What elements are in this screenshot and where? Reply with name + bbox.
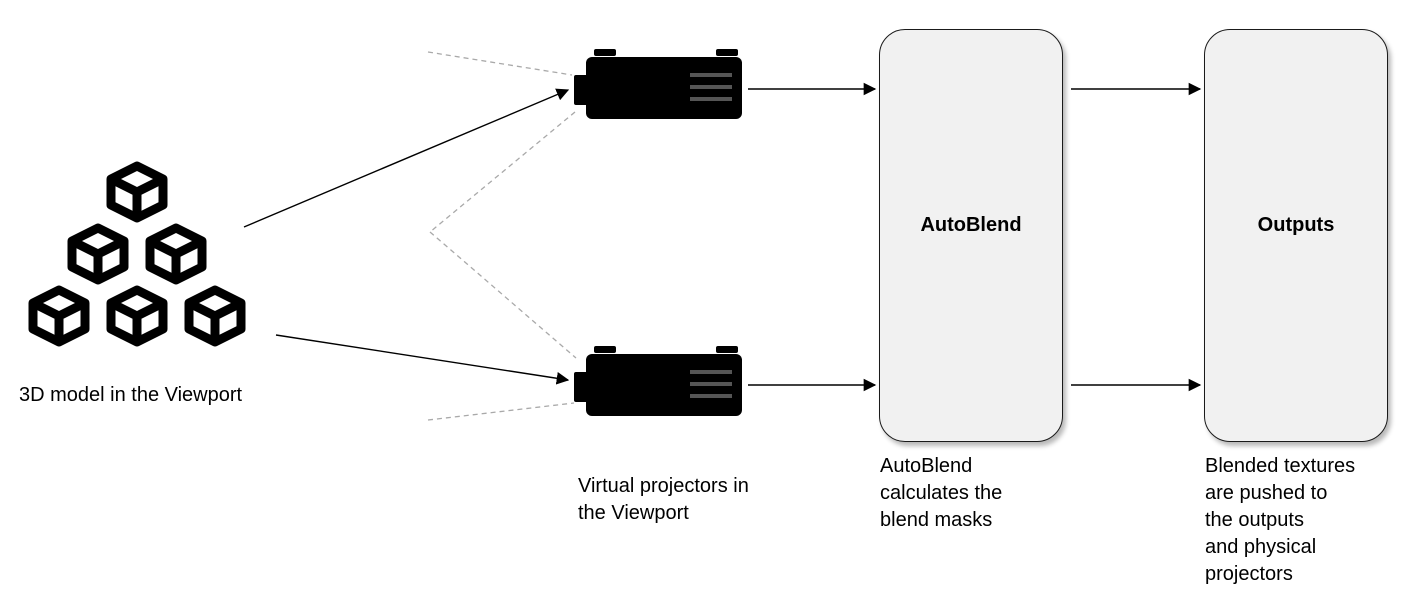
cubes-icon (33, 166, 241, 342)
autoblend-title: AutoBlend (920, 214, 1022, 236)
outputs-box: Outputs (1204, 29, 1388, 442)
projectors-caption: Virtual projectors in the Viewport (578, 475, 749, 524)
projection-lines (427, 51, 577, 421)
outputs-caption: Blended textures are pushed to the outpu… (1205, 455, 1356, 585)
projector-icon-top (574, 49, 742, 119)
model-caption: 3D model in the Viewport (19, 384, 243, 406)
flow-arrows (243, 82, 1202, 392)
arrow-model-to-bottom-projector (275, 334, 570, 385)
autoblend-box: AutoBlend (879, 29, 1063, 442)
arrow-model-to-top-projector (243, 88, 570, 228)
projector-icon-bottom (574, 346, 742, 416)
outputs-title: Outputs (1257, 214, 1335, 236)
autoblend-caption: AutoBlend calculates the blend masks (880, 455, 1003, 531)
